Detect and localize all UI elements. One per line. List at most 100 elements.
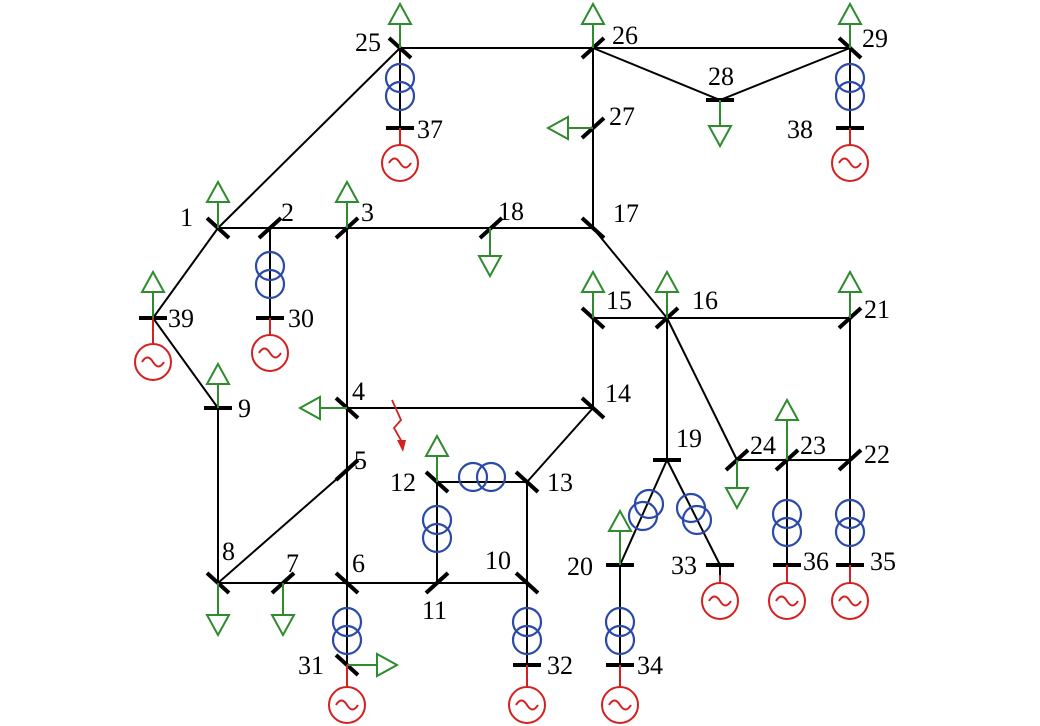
bus-label-7: 7	[286, 549, 299, 578]
bus-label-13: 13	[547, 468, 573, 497]
transformer-icon	[834, 62, 866, 112]
fault-lightning-icon	[391, 399, 406, 452]
transformer-icon	[331, 606, 363, 656]
bus-label-8: 8	[222, 537, 235, 566]
line-25-1	[217, 47, 401, 229]
bus-label-15: 15	[606, 286, 632, 315]
load-arrow-icon	[205, 361, 231, 408]
bus-label-12: 12	[390, 468, 416, 497]
bus-label-31: 31	[298, 651, 324, 680]
generator-icon	[768, 565, 806, 620]
transmission-lines	[151, 47, 851, 665]
load-arrow-icon	[580, 269, 606, 318]
transformer-icon	[627, 488, 665, 532]
generator-icon	[508, 665, 546, 724]
transformer-icon	[834, 498, 866, 548]
bus-label-10: 10	[485, 546, 511, 575]
bus-bar-22	[837, 448, 863, 472]
generator-icon	[701, 575, 739, 620]
bus-label-35: 35	[870, 547, 896, 576]
bus-label-36: 36	[803, 547, 829, 576]
load-arrow-icon	[580, 1, 606, 48]
generator-icon	[831, 128, 869, 182]
bus-label-16: 16	[692, 286, 718, 315]
bus-bar-2	[257, 216, 283, 240]
line-16-24	[666, 317, 738, 461]
bus-label-27: 27	[609, 102, 635, 131]
loads	[140, 1, 863, 678]
load-arrow-icon	[205, 583, 231, 638]
bus-label-14: 14	[605, 379, 631, 408]
bus-bar-17	[580, 216, 606, 240]
generator-icon	[601, 665, 639, 724]
generator-icon	[831, 565, 869, 620]
load-arrow-icon	[774, 397, 800, 460]
bus-label-11: 11	[422, 596, 447, 625]
bus-label-21: 21	[864, 295, 890, 324]
load-arrow-icon	[654, 269, 680, 318]
load-arrow-icon	[205, 179, 231, 228]
bus-bar-10	[514, 571, 540, 595]
transformer-icon	[421, 504, 453, 554]
bus-bar-11	[424, 571, 450, 595]
load-arrow-icon	[724, 460, 750, 511]
bus-label-26: 26	[612, 21, 638, 50]
bus-label-24: 24	[750, 431, 776, 460]
bus-label-23: 23	[800, 431, 826, 460]
generator-icon	[251, 318, 289, 372]
transformer-icon	[675, 492, 713, 536]
transformer-icon	[254, 250, 286, 300]
bus-label-37: 37	[417, 115, 443, 144]
bus-label-1: 1	[180, 203, 193, 232]
transformer-icon	[604, 606, 636, 656]
load-arrow-icon	[477, 228, 503, 279]
load-arrow-icon	[707, 100, 733, 149]
transformer-icon	[511, 606, 543, 656]
line-8-5	[217, 469, 348, 584]
load-arrow-icon	[387, 1, 413, 48]
bus-label-5: 5	[354, 446, 367, 475]
bus-label-20: 20	[567, 552, 593, 581]
load-arrow-icon	[334, 179, 360, 228]
generator-icon	[381, 128, 419, 182]
bus-bar-5	[334, 458, 360, 482]
bus-label-34: 34	[637, 651, 663, 680]
transformers	[254, 62, 866, 656]
bus-label-3: 3	[361, 198, 374, 227]
bus-label-30: 30	[288, 304, 314, 333]
bus-label-2: 2	[281, 198, 294, 227]
bus-label-17: 17	[613, 199, 639, 228]
bus-label-25: 25	[355, 28, 381, 57]
load-arrow-icon	[424, 433, 450, 482]
bus-label-38: 38	[787, 115, 813, 144]
load-arrow-icon	[837, 269, 863, 318]
bus-bar-13	[514, 470, 540, 494]
bus-label-39: 39	[168, 304, 194, 333]
bus-label-29: 29	[862, 24, 888, 53]
generator-icon	[328, 665, 366, 724]
bus-bar-14	[580, 396, 606, 420]
bus-label-32: 32	[547, 651, 573, 680]
load-arrow-icon	[837, 1, 863, 48]
bus-label-18: 18	[498, 197, 524, 226]
transformer-icon	[457, 461, 507, 493]
bus-label-4: 4	[352, 377, 365, 406]
bus-bar-6	[334, 571, 360, 595]
bus-label-22: 22	[864, 440, 890, 469]
load-arrow-icon	[347, 652, 400, 678]
load-arrow-icon	[270, 583, 296, 638]
line-14-13	[526, 407, 594, 483]
bus-label-28: 28	[708, 62, 734, 91]
load-arrow-icon	[607, 508, 633, 565]
line-19-branches	[619, 459, 721, 566]
bus-label-19: 19	[676, 424, 702, 453]
load-arrow-icon	[140, 269, 166, 318]
load-arrow-icon	[297, 395, 347, 421]
load-arrow-icon	[545, 115, 593, 141]
bus-label-33: 33	[671, 551, 697, 580]
bus-labels: 1 2 3 4 5 6 7 8 9 10 11 12 13 14 15 16 1…	[168, 21, 896, 680]
bus-bars	[139, 36, 864, 677]
transformer-icon	[384, 62, 416, 112]
bus-label-9: 9	[238, 394, 251, 423]
